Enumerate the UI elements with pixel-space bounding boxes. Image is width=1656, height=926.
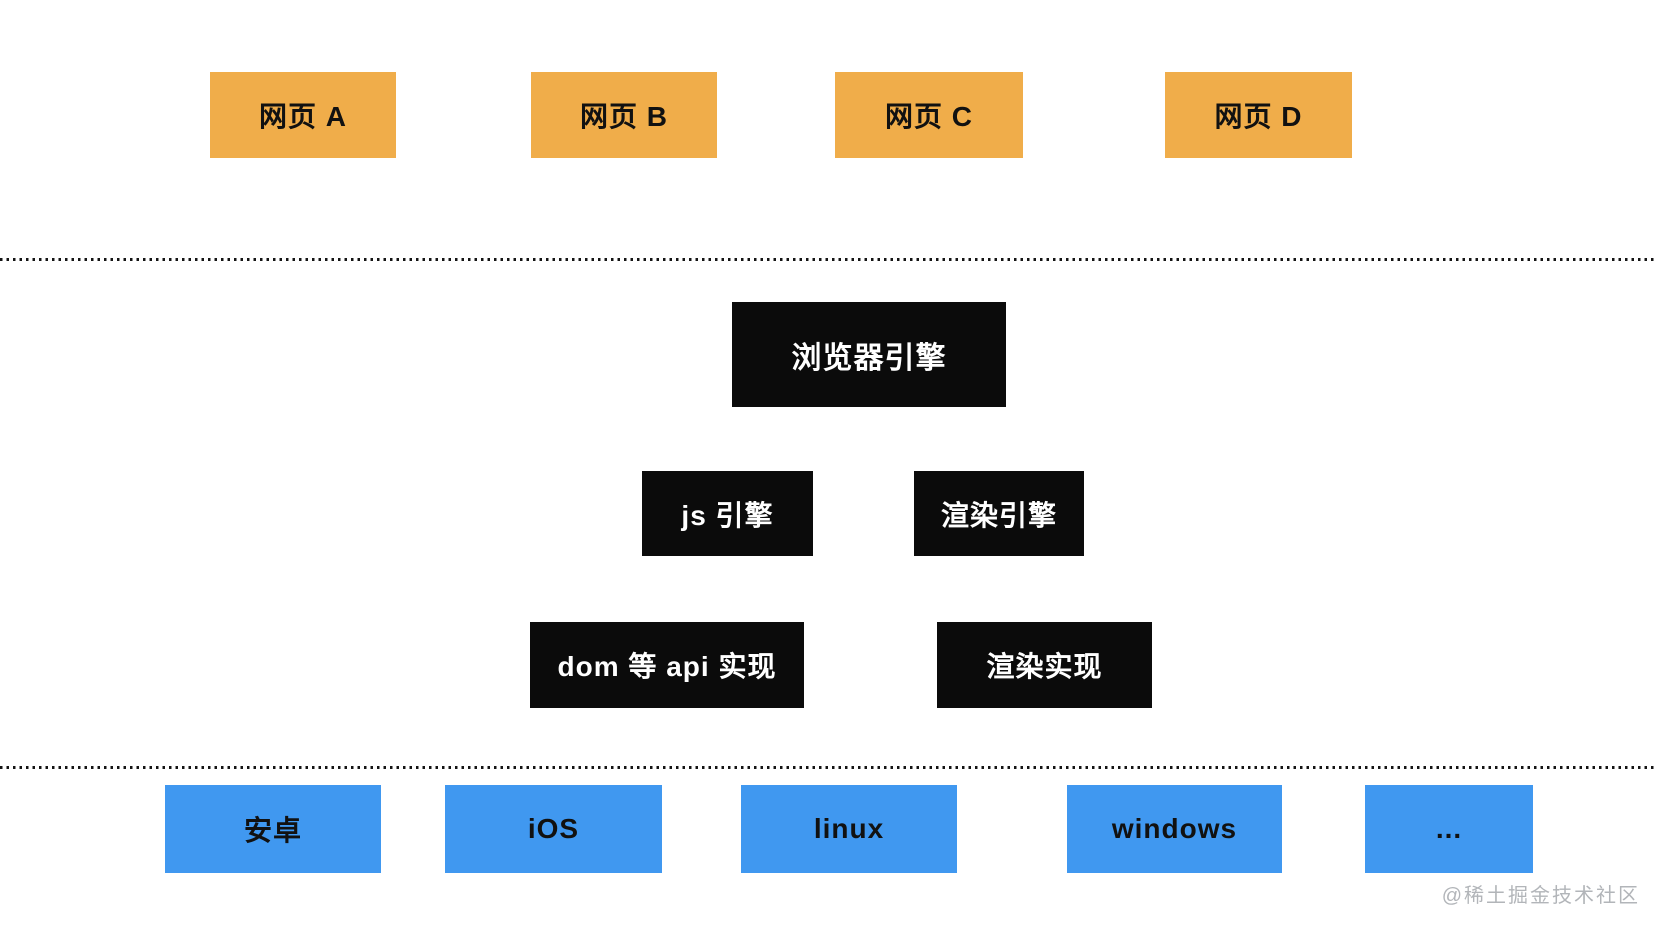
webpage-c-box: 网页 C (835, 72, 1023, 158)
platform-android-label: 安卓 (243, 815, 302, 846)
browser-engine-label: 浏览器引擎 (791, 341, 947, 375)
browser-engine-box: 浏览器引擎 (732, 302, 1006, 407)
dotted-separator-bottom (0, 766, 1656, 769)
render-impl-box: 渲染实现 (937, 622, 1152, 708)
render-engine-box: 渲染引擎 (914, 471, 1084, 556)
platform-others-label: ... (1435, 813, 1463, 844)
webpage-a-label: 网页 A (258, 101, 347, 132)
js-engine-box: js 引擎 (642, 471, 813, 556)
render-impl-label: 渲染实现 (986, 651, 1103, 682)
webpage-d-label: 网页 D (1214, 101, 1303, 132)
watermark-text: @稀土掘金技术社区 (1441, 885, 1640, 907)
platform-linux-box: linux (741, 785, 957, 873)
dotted-separator-top (0, 258, 1656, 261)
platform-windows-label: windows (1111, 813, 1238, 844)
platform-android-box: 安卓 (165, 785, 381, 873)
webpage-d-box: 网页 D (1165, 72, 1352, 158)
platform-ios-box: iOS (445, 785, 662, 873)
platform-ios-label: iOS (527, 813, 580, 844)
platform-windows-box: windows (1067, 785, 1282, 873)
webpage-b-box: 网页 B (531, 72, 717, 158)
platform-linux-label: linux (813, 813, 885, 844)
render-engine-label: 渲染引擎 (940, 499, 1057, 531)
js-engine-label: js 引擎 (681, 499, 774, 531)
dom-api-impl-box: dom 等 api 实现 (530, 622, 804, 708)
webpage-b-label: 网页 B (579, 101, 668, 132)
webpage-a-box: 网页 A (210, 72, 396, 158)
platform-others-box: ... (1365, 785, 1533, 873)
webpage-c-label: 网页 C (884, 101, 973, 132)
dom-api-impl-label: dom 等 api 实现 (557, 651, 777, 682)
